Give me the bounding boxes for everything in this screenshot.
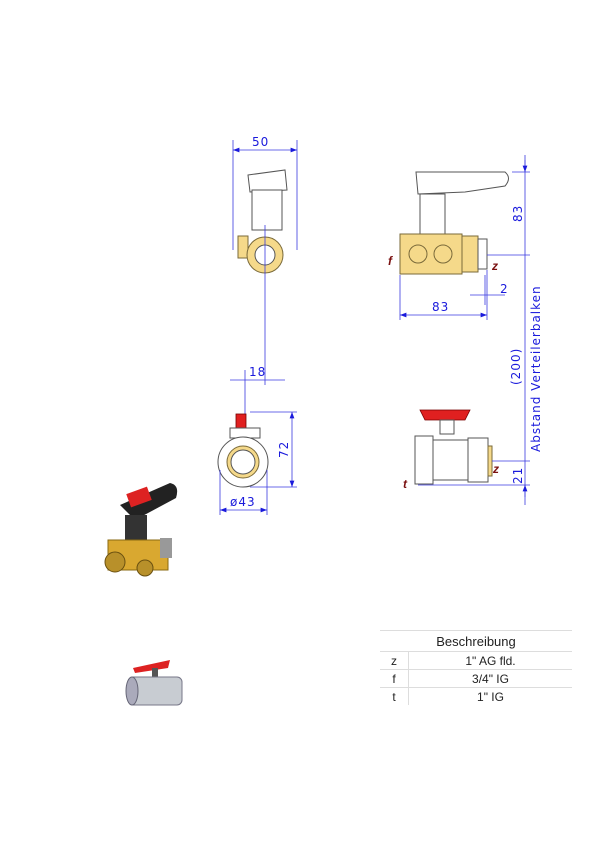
row-value: 3/4" IG bbox=[408, 669, 572, 688]
front-view-ball-valve bbox=[217, 411, 297, 515]
row-key: z bbox=[380, 651, 409, 670]
label-z-bottom: z bbox=[492, 462, 499, 476]
product-image-balancing-valve bbox=[104, 483, 178, 577]
dim-offset-2: 2 bbox=[500, 282, 509, 296]
label-z-top: z bbox=[491, 259, 498, 273]
label-f: f bbox=[388, 254, 393, 268]
dim-distance-label: Abstand Verteilerbalken bbox=[529, 285, 543, 452]
product-image-ball-valve bbox=[125, 660, 183, 706]
dim-distance-200: (200) bbox=[509, 348, 523, 385]
row-key: t bbox=[380, 687, 409, 705]
row-key: f bbox=[380, 669, 409, 688]
dim-height-72: 72 bbox=[277, 441, 291, 458]
elevation-balancing-valve bbox=[399, 155, 530, 505]
label-t: t bbox=[403, 477, 408, 491]
dim-length-83: 83 bbox=[432, 300, 449, 314]
elevation-ball-valve bbox=[414, 409, 530, 497]
row-value: 1" AG fld. bbox=[408, 651, 572, 670]
table-header: Beschreibung bbox=[380, 630, 572, 652]
side-view-balancing-valve bbox=[232, 140, 298, 385]
dim-height-83: 83 bbox=[511, 205, 525, 222]
dim-height-21: 21 bbox=[511, 467, 525, 484]
dim-width-50: 50 bbox=[252, 135, 269, 149]
dim-offset-18: 18 bbox=[249, 365, 266, 379]
row-value: 1" IG bbox=[408, 687, 572, 705]
dim-diameter-43: ø43 bbox=[230, 495, 256, 509]
